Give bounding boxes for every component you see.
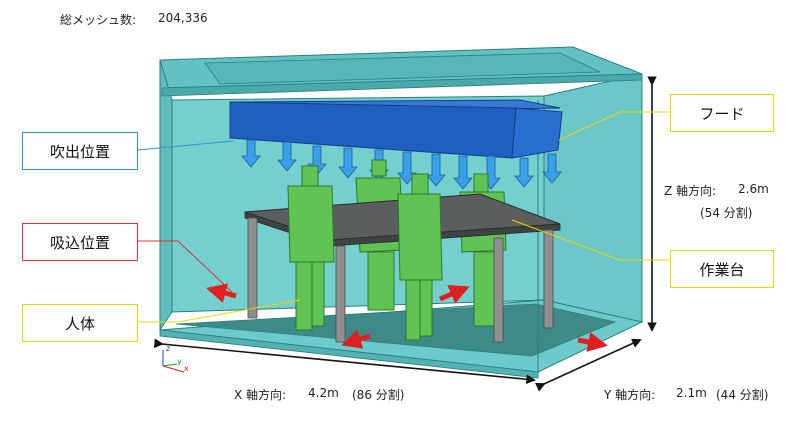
mesh-count-value: 204,336: [158, 11, 208, 25]
suction-arrow: [206, 283, 237, 303]
workbench-leader: [511, 219, 670, 261]
x-axis-direction: X 軸方向:: [234, 388, 287, 402]
room-front-top-rim: [161, 73, 643, 97]
x-dimension-line: [153, 338, 536, 385]
x-axis-divisions: (86 分割): [352, 388, 405, 402]
room-left-wall: [159, 59, 173, 332]
blow-arrow: [241, 139, 261, 168]
blow-leader: [137, 140, 234, 151]
hood-unit: [229, 99, 563, 159]
suction-arrow: [439, 285, 470, 304]
callout-blow-position: 吹出位置: [22, 132, 138, 170]
dimension-lines: [153, 76, 657, 392]
suction-leader: [138, 240, 233, 293]
blow-arrow: [338, 147, 358, 179]
room-top-inner: [204, 52, 601, 85]
human-figure-front-left: [287, 165, 335, 331]
hood-leader: [558, 111, 670, 141]
triad-z-label: z: [166, 344, 171, 353]
callout-hood: フード: [670, 94, 774, 132]
callout-suction-position: 吸込位置: [22, 223, 138, 261]
mesh-count-label: 総メッシュ数:: [60, 13, 137, 27]
blow-arrow: [542, 153, 562, 184]
human-figure-front-right: [397, 173, 443, 341]
triad-x-label: x: [184, 364, 189, 373]
workbench-leg: [493, 237, 504, 343]
callout-leaders: [137, 111, 670, 323]
hood-side-face: [511, 107, 563, 159]
blow-arrow: [426, 153, 446, 187]
y-dimension-line: [535, 338, 642, 392]
workbench-leg: [543, 229, 554, 329]
blow-arrow: [277, 141, 297, 172]
z-axis-direction: Z 軸方向:: [664, 184, 717, 198]
z-axis-length: 2.6m: [738, 182, 769, 196]
callout-human: 人体: [22, 304, 138, 342]
workbench-leg: [335, 245, 346, 343]
human-leader: [138, 299, 301, 323]
y-axis-direction: Y 軸方向:: [604, 388, 656, 402]
blow-arrow: [514, 157, 534, 188]
blow-arrow: [453, 155, 473, 190]
y-axis-divisions: (44 分割): [716, 388, 769, 402]
workbench-leg: [247, 217, 258, 319]
y-axis-length: 2.1m: [676, 386, 707, 400]
triad-y-label: y: [177, 357, 182, 366]
axis-triad: [162, 350, 185, 373]
z-axis-divisions: (54 分割): [700, 206, 753, 220]
room-right-wall: [543, 73, 643, 323]
callout-workbench: 作業台: [670, 250, 774, 288]
x-axis-length: 4.2m: [308, 386, 339, 400]
